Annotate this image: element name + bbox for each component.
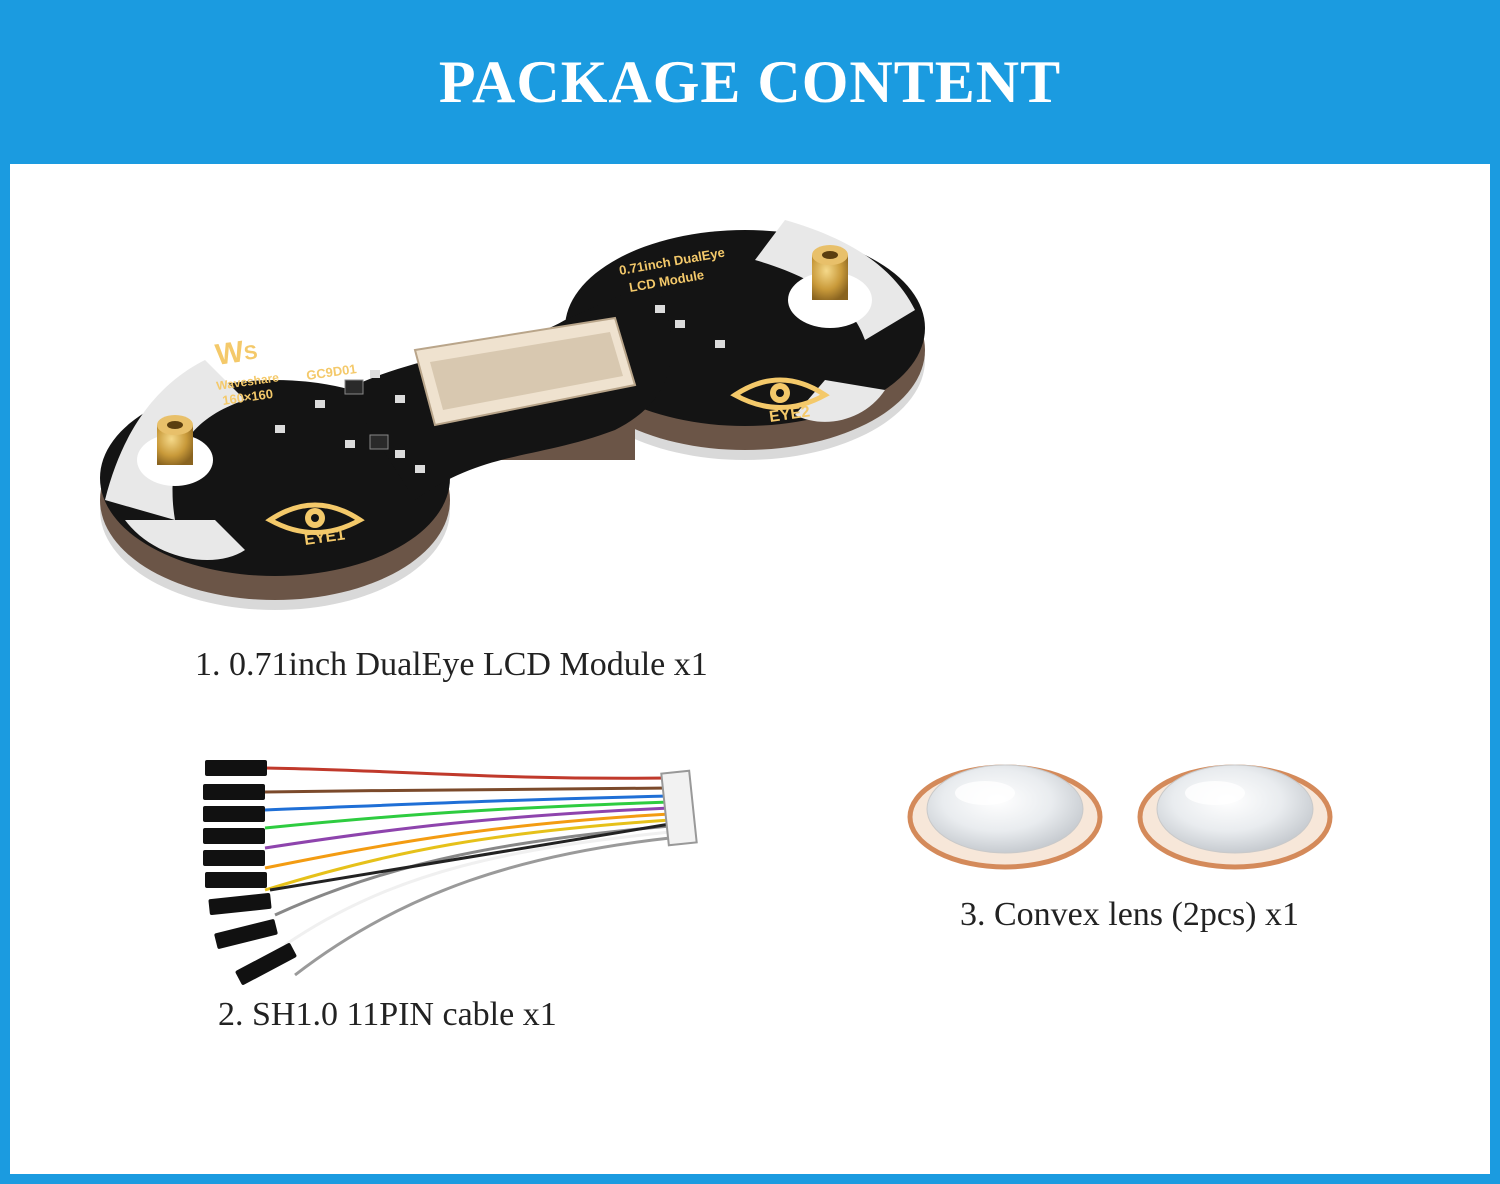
item-caption-lens: 3. Convex lens (2pcs) x1 [960,896,1300,933]
item-caption-cable: 2. SH1.0 11PIN cable x1 [218,996,557,1033]
svg-text:W: W [213,335,246,372]
smd-components [275,305,725,473]
dupont-headers [203,760,297,985]
cable-connector-sh1 [660,769,698,847]
dualeye-lcd-module-image: W S Waveshare 160×160 GC9D01 0.71inch Du… [100,220,925,610]
lens-right [1137,764,1333,870]
board-chip-label: GC9D01 [305,361,357,383]
header-banner: PACKAGE CONTENT [0,0,1500,164]
page-title: PACKAGE CONTENT [438,48,1062,115]
convex-lens-image [907,764,1333,870]
waveshare-logo-icon: W S [213,335,259,372]
svg-text:S: S [243,341,259,365]
item-caption-module: 1. 0.71inch DualEye LCD Module x1 [195,646,708,683]
cable-wires [264,766,671,977]
eye2-label: EYE2 [768,403,811,426]
brass-standoff-right [788,245,872,328]
eye-icon [730,377,830,410]
lens-left [907,764,1103,870]
eye-icon [265,502,365,535]
brass-standoff-left [137,415,213,486]
sh1-cable-image [203,760,698,985]
sh1-connector [413,316,637,427]
board-resolution-label: 160×160 [221,386,274,408]
eye1-label: EYE1 [303,526,346,549]
